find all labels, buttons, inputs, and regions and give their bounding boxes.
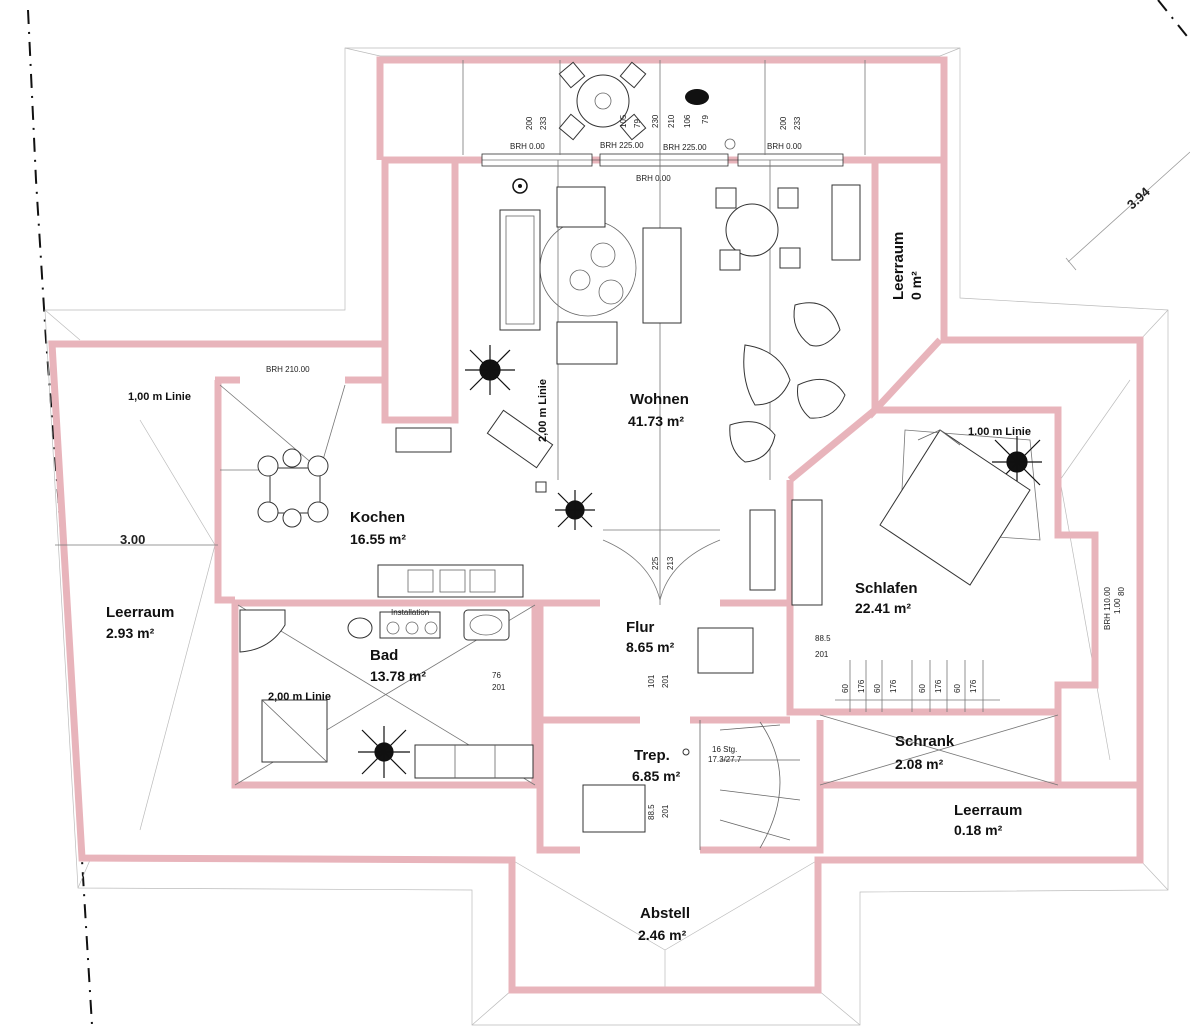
- room-schlafen-area: 22.41 m²: [855, 600, 911, 616]
- sd-1-00: 1.00: [1113, 598, 1122, 614]
- room-leerraum-right-name: Leerraum: [954, 802, 1022, 819]
- brh-label-5: BRH 0.00: [636, 174, 671, 183]
- room-flur-name: Flur: [626, 619, 654, 636]
- sd-88-5b: 88.5: [815, 634, 831, 643]
- room-trep-area: 6.85 m²: [632, 768, 681, 784]
- plan-notes: 1,00 m Linie 1.00 m Linie 2,00 m Linie 2…: [128, 379, 1031, 764]
- sd-201a: 201: [492, 683, 506, 692]
- room-leerraum-left-area: 2.93 m²: [106, 625, 155, 641]
- room-flur-area: 8.65 m²: [626, 639, 675, 655]
- note-linie-wohnen: 2,00 m Linie: [537, 379, 549, 442]
- sd-88-5: 88.5: [647, 804, 656, 820]
- room-kochen-area: 16.55 m²: [350, 531, 406, 547]
- room-schrank-area: 2.08 m²: [895, 756, 944, 772]
- top-windows: [481, 153, 844, 167]
- room-leerraum-right-area: 0.18 m²: [954, 822, 1003, 838]
- sd-225: 225: [651, 556, 660, 570]
- room-abstell-name: Abstell: [640, 905, 690, 922]
- sd-w60b: 60: [873, 684, 882, 693]
- sd-210: 210: [667, 114, 676, 128]
- sd-80: 80: [1117, 587, 1126, 596]
- sd-w176a: 176: [857, 679, 866, 693]
- sd-200b: 200: [779, 116, 788, 130]
- sd-200a: 200: [525, 116, 534, 130]
- note-stair-ratio: 17.3/27.7: [708, 755, 742, 764]
- brh-label-1: BRH 0.00: [510, 142, 545, 151]
- room-leerraum-top-area: 0 m²: [908, 271, 924, 300]
- walls: [48, 56, 1144, 994]
- sd-201d: 201: [815, 650, 829, 659]
- sd-233a: 233: [539, 116, 548, 130]
- note-installation: Installation: [391, 608, 429, 617]
- room-leerraum-top-name: Leerraum: [890, 232, 907, 300]
- sd-105: 105: [619, 114, 628, 128]
- sd-79a: 79: [633, 119, 642, 128]
- room-abstell-area: 2.46 m²: [638, 927, 687, 943]
- sd-201c: 201: [661, 804, 670, 818]
- property-boundary: [27, 0, 1190, 1026]
- sd-201b: 201: [661, 674, 670, 688]
- small-dimensions: 200 233 105 79 230 210 106 79 200 233 22…: [492, 114, 1126, 820]
- sd-w176b: 176: [889, 679, 898, 693]
- window-labels: BRH 0.00 BRH 225.00 BRH 225.00 BRH 0.00 …: [266, 141, 1112, 630]
- note-linie-schlafen: 1.00 m Linie: [968, 426, 1031, 438]
- sd-w176c: 176: [934, 679, 943, 693]
- room-wohnen-name: Wohnen: [630, 391, 689, 408]
- brh-label-kochen: BRH 210.00: [266, 365, 310, 374]
- sd-w60c: 60: [918, 684, 927, 693]
- brh-label-schlafen: BRH 110.00: [1103, 586, 1112, 630]
- room-schrank-name: Schrank: [895, 733, 955, 750]
- furniture: [239, 61, 1042, 850]
- room-wohnen-area: 41.73 m²: [628, 413, 684, 429]
- note-stair-steps: 16 Stg.: [712, 745, 737, 754]
- sd-w60d: 60: [953, 684, 962, 693]
- sd-w60a: 60: [841, 684, 850, 693]
- sd-76: 76: [492, 671, 501, 680]
- brh-label-3: BRH 225.00: [663, 143, 707, 152]
- room-schlafen-name: Schlafen: [855, 580, 918, 597]
- dim-left-width: 3.00: [120, 532, 145, 547]
- note-linie-kochen: 1,00 m Linie: [128, 391, 191, 403]
- sd-213: 213: [666, 556, 675, 570]
- room-leerraum-left-name: Leerraum: [106, 604, 174, 621]
- sd-233b: 233: [793, 116, 802, 130]
- wardrobe-ticks: [835, 660, 1000, 712]
- brh-label-4: BRH 0.00: [767, 142, 802, 151]
- sd-79b: 79: [701, 115, 710, 124]
- brh-label-2: BRH 225.00: [600, 141, 644, 150]
- note-linie-bad: 2,00 m Linie: [268, 691, 331, 703]
- room-bad-area: 13.78 m²: [370, 668, 426, 684]
- sd-101: 101: [647, 674, 656, 688]
- room-trep-name: Trep.: [634, 747, 670, 764]
- room-labels: Wohnen 41.73 m² Kochen 16.55 m² Bad 13.7…: [106, 232, 1022, 943]
- sd-106: 106: [683, 114, 692, 128]
- sd-w176d: 176: [969, 679, 978, 693]
- sd-230: 230: [651, 114, 660, 128]
- room-bad-name: Bad: [370, 647, 398, 664]
- roof-outline: [44, 47, 1169, 1026]
- room-kochen-name: Kochen: [350, 509, 405, 526]
